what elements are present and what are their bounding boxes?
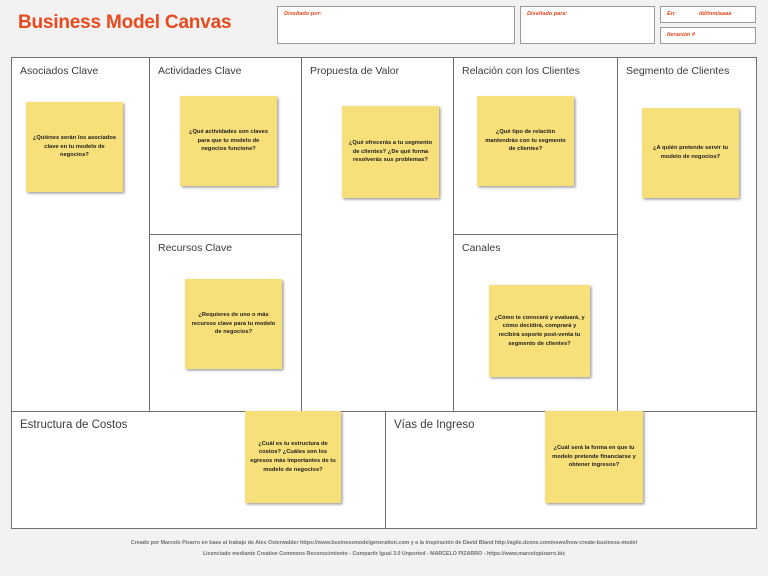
designed-by-label: Diseñado por: [284,11,322,17]
block-value-proposition[interactable]: Propuesta de Valor ¿Qué ofrecerás a tu s… [302,58,454,412]
sticky-note-text: ¿Qué tipo de relación mantendrás con tu … [485,129,566,153]
block-key-activities[interactable]: Actividades Clave ¿Qué actividades son c… [150,58,302,235]
page-title: Business Model Canvas [18,12,232,33]
block-title-revenue-streams: Vías de Ingreso [394,419,475,431]
sticky-note-revenue-streams[interactable]: ¿Cuál será la forma en que tu modelo pre… [545,411,643,503]
designed-by-field[interactable]: Diseñado por: [277,6,515,44]
block-title-customer-relationships: Relación con los Clientes [462,65,580,77]
sticky-note-text: ¿Cuál es tu estructura de costos? ¿Cuále… [250,440,336,473]
business-model-canvas-grid: Asociados Clave ¿Quiénes serán los asoci… [11,57,757,529]
sticky-note-customer-segments[interactable]: ¿A quién pretende servir tu modelo de ne… [642,108,739,198]
block-key-partners[interactable]: Asociados Clave ¿Quiénes serán los asoci… [12,58,150,412]
block-customer-segments[interactable]: Segmento de Clientes ¿A quién pretende s… [618,58,756,412]
block-title-key-activities: Actividades Clave [158,65,242,77]
block-title-customer-segments: Segmento de Clientes [626,65,730,77]
iteration-label: Iteración # [667,32,695,38]
sticky-note-text: ¿Cuál será la forma en que tu modelo pre… [552,445,636,469]
block-title-key-resources: Recursos Clave [158,242,233,254]
sticky-note-value-proposition[interactable]: ¿Qué ofrecerás a tu segmento de clientes… [342,106,439,198]
footer-license-line: Licenciado mediante Creative Commons Rec… [202,551,566,557]
sticky-note-text: ¿Cómo te conocerá y evaluará, y cómo dec… [494,314,585,347]
sticky-note-key-resources[interactable]: ¿Requieres de uno o más recursos clave p… [185,279,282,369]
date-value: dd/mm/aaaa [699,11,732,17]
sticky-note-key-partners[interactable]: ¿Quiénes serán los asociados clave en tu… [26,102,123,192]
sticky-note-text: ¿A quién pretende servir tu modelo de ne… [652,145,729,160]
date-label: En: [667,11,677,17]
designed-for-field[interactable]: Diseñado para: [520,6,655,44]
block-title-channels: Canales [462,242,501,254]
sticky-note-key-activities[interactable]: ¿Qué actividades son claves para que tu … [180,96,277,186]
block-key-resources[interactable]: Recursos Clave ¿Requieres de uno o más r… [150,235,302,412]
sticky-note-text: ¿Qué actividades son claves para que tu … [188,129,269,153]
page-footer: Creado por Marcelo Pizarro en base al tr… [0,538,768,560]
sticky-note-text: ¿Quiénes serán los asociados clave en tu… [32,135,117,159]
sticky-note-cost-structure[interactable]: ¿Cuál es tu estructura de costos? ¿Cuále… [245,411,341,503]
block-customer-relationships[interactable]: Relación con los Clientes ¿Qué tipo de r… [454,58,618,235]
iteration-field[interactable]: Iteración # [660,27,756,44]
block-cost-structure[interactable]: Estructura de Costos ¿Cuál es tu estruct… [12,411,386,528]
page-header: Business Model Canvas Diseñado por: Dise… [0,0,768,52]
block-channels[interactable]: Canales ¿Cómo te conocerá y evaluará, y … [454,235,618,412]
block-title-key-partners: Asociados Clave [20,65,99,77]
date-field[interactable]: En: dd/mm/aaaa [660,6,756,23]
sticky-note-channels[interactable]: ¿Cómo te conocerá y evaluará, y cómo dec… [489,285,590,377]
sticky-note-customer-relationships[interactable]: ¿Qué tipo de relación mantendrás con tu … [477,96,574,186]
block-revenue-streams[interactable]: Vías de Ingreso ¿Cuál será la forma en q… [386,411,756,528]
block-title-cost-structure: Estructura de Costos [20,419,128,431]
footer-credit-line: Creado por Marcelo Pizarro en base al tr… [130,540,638,546]
sticky-note-text: ¿Qué ofrecerás a tu segmento de clientes… [348,140,433,164]
designed-for-label: Diseñado para: [527,11,568,17]
block-title-value-proposition: Propuesta de Valor [310,65,400,77]
sticky-note-text: ¿Requieres de uno o más recursos clave p… [191,312,276,336]
